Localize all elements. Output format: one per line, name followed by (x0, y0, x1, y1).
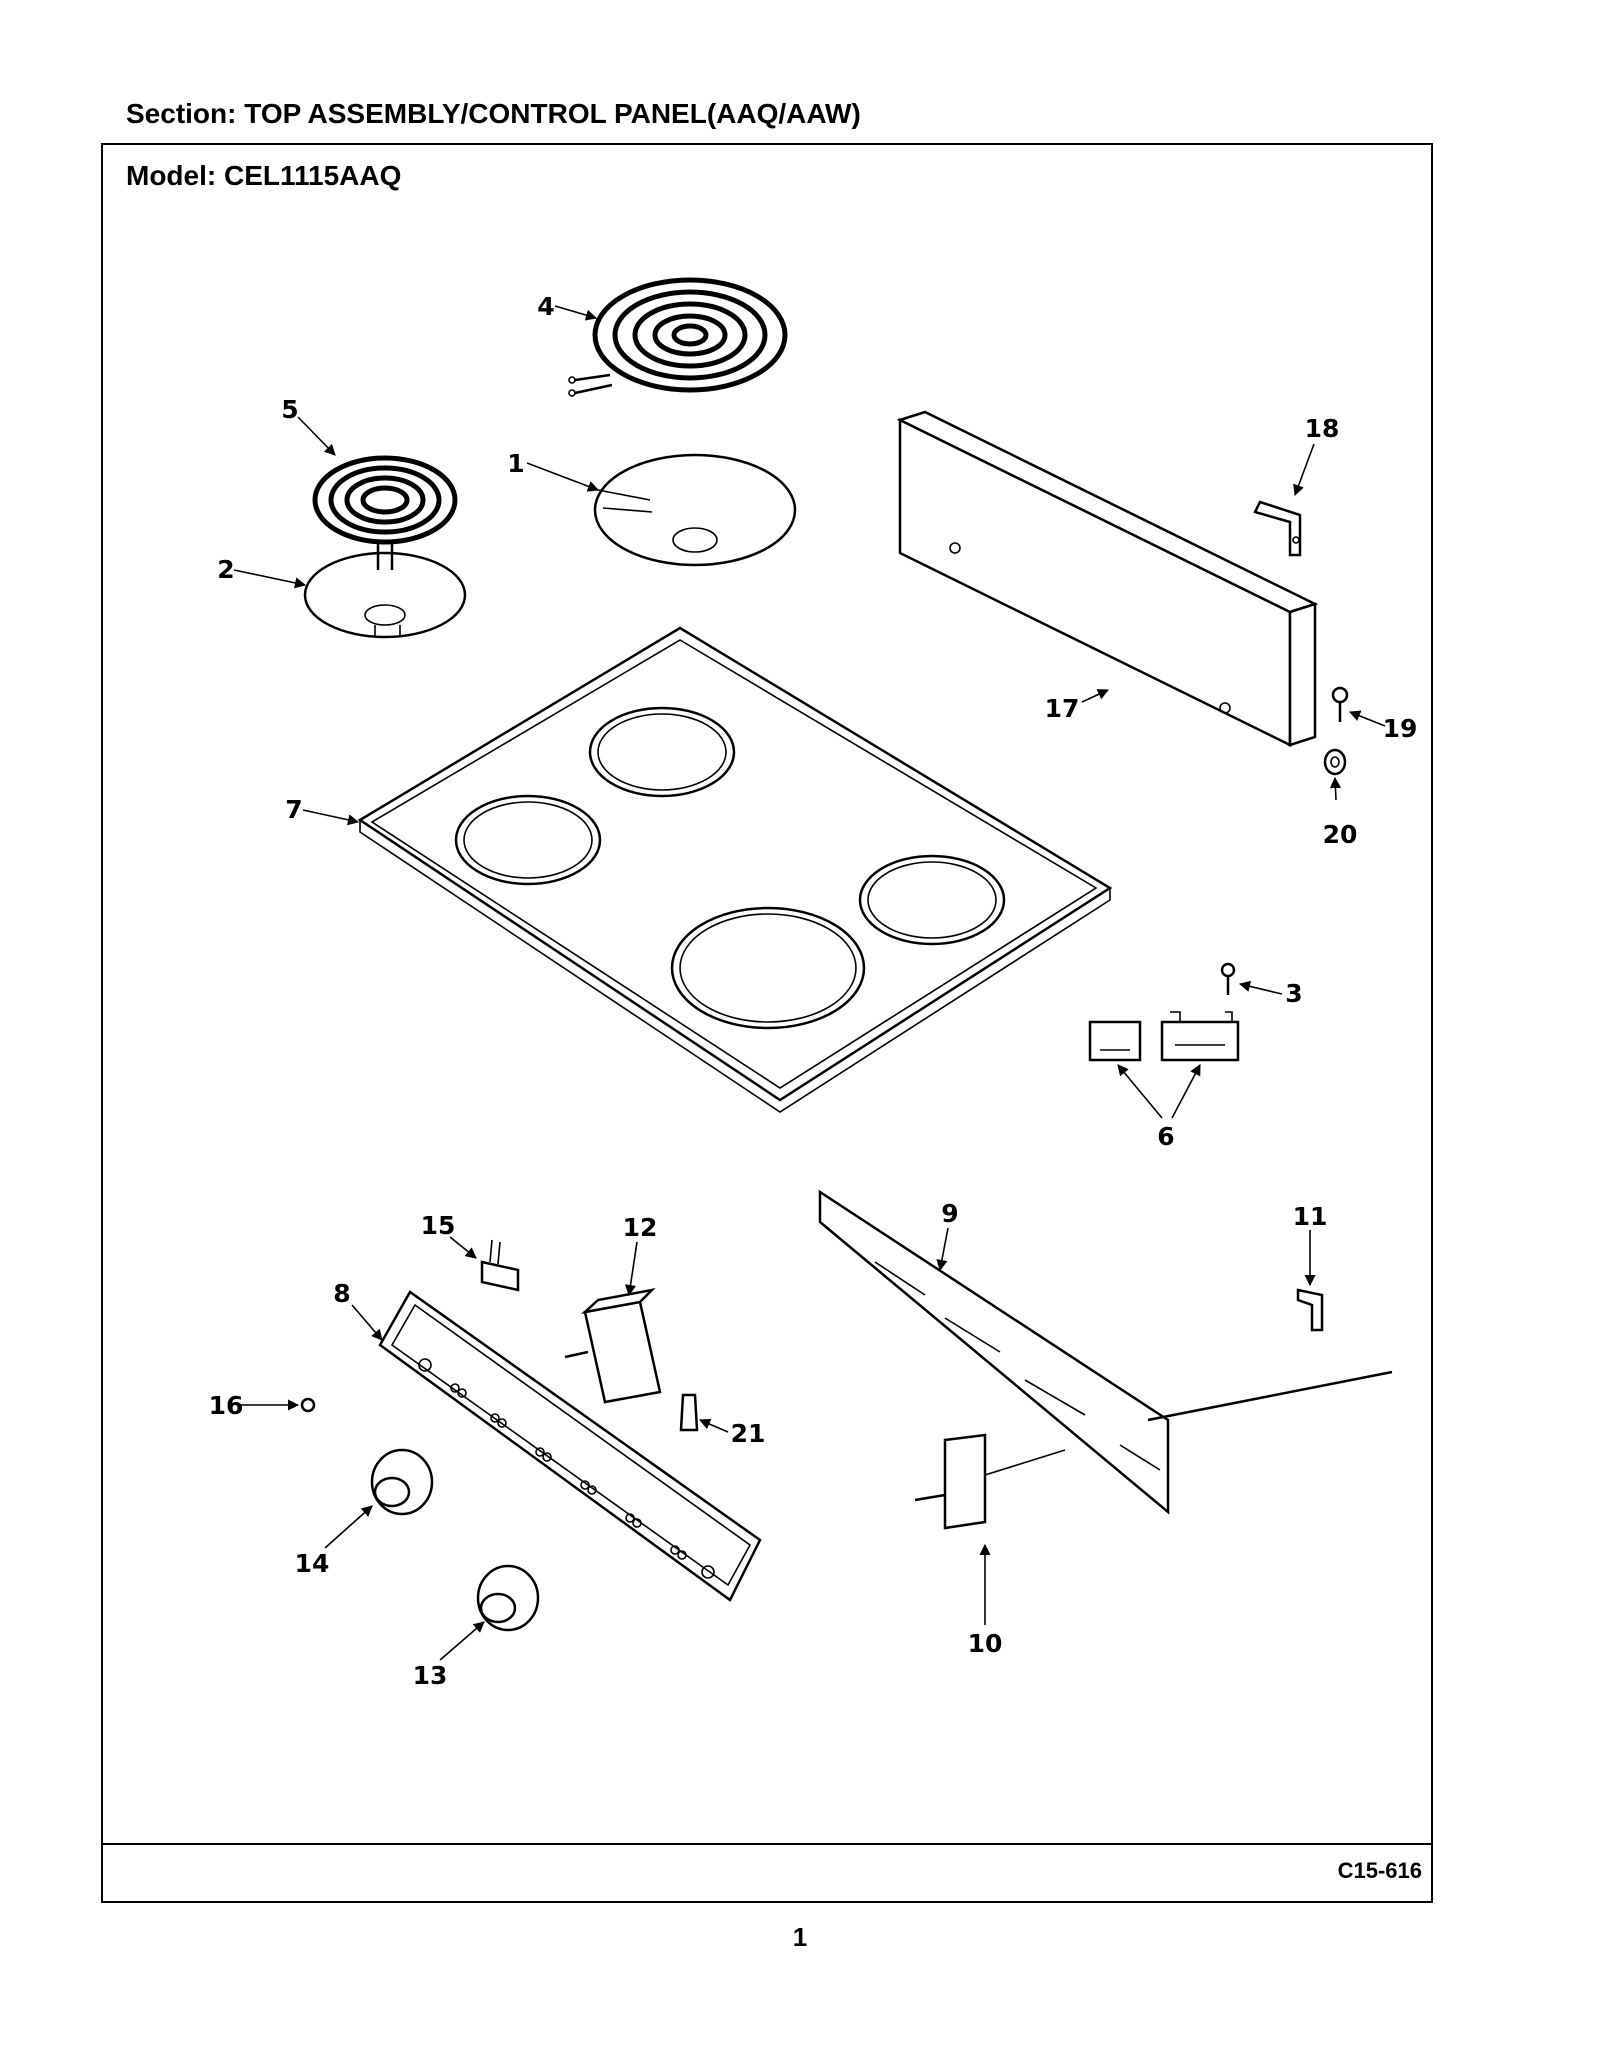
footer-divider (101, 1843, 1433, 1845)
callout-19: 19 (1383, 714, 1418, 743)
diagram-frame (101, 143, 1433, 1903)
control-knob-14 (370, 1448, 434, 1516)
callout-15: 15 (421, 1211, 456, 1240)
nut-20 (1323, 748, 1347, 776)
large-surface-element (568, 277, 788, 397)
switch-15 (480, 1239, 520, 1292)
callout-13: 13 (413, 1661, 448, 1690)
backguard-panel (896, 410, 1319, 748)
clip-11 (1296, 1288, 1324, 1332)
part-16 (300, 1397, 316, 1413)
callout-labels: 1 2 3 4 5 6 7 8 9 10 11 12 13 14 15 16 1… (209, 292, 1418, 1690)
callout-1: 1 (507, 449, 524, 478)
callout-9: 9 (941, 1199, 958, 1228)
infinite-switch (914, 1433, 1066, 1530)
callout-2: 2 (217, 555, 234, 584)
callout-16: 16 (209, 1391, 244, 1420)
callout-4: 4 (537, 292, 554, 321)
callout-6: 6 (1157, 1122, 1174, 1151)
diagram-code: C15-616 (1337, 1858, 1422, 1883)
screw-19 (1331, 686, 1349, 722)
page-number: 1 (792, 1922, 808, 1952)
callout-leaders (233, 305, 1386, 1661)
callout-7: 7 (285, 795, 302, 824)
control-panel (378, 1290, 762, 1602)
callout-10: 10 (968, 1629, 1003, 1658)
terminal-block-set (1088, 1011, 1240, 1062)
small-drip-bowl (303, 551, 467, 639)
callout-20: 20 (1323, 820, 1358, 849)
callout-18: 18 (1305, 414, 1340, 443)
control-knob-13 (476, 1564, 540, 1632)
cooktop-main-top (357, 626, 1113, 1113)
section-title: Section: TOP ASSEMBLY/CONTROL PANEL(AAQ/… (126, 98, 861, 129)
indicator-light-21 (679, 1393, 699, 1432)
sensor-rod (1147, 1370, 1393, 1422)
model-label: Model: CEL1115AAQ (126, 160, 402, 191)
callout-14: 14 (295, 1549, 330, 1578)
callout-17: 17 (1045, 694, 1080, 723)
screw-3 (1220, 962, 1236, 995)
callout-12: 12 (623, 1213, 658, 1242)
callout-5: 5 (281, 395, 298, 424)
callout-21: 21 (731, 1419, 766, 1448)
rear-rail (818, 1189, 1170, 1515)
large-drip-bowl (593, 453, 797, 567)
callout-3: 3 (1285, 979, 1302, 1008)
callout-8: 8 (333, 1279, 350, 1308)
backguard-bracket (1253, 500, 1302, 557)
small-surface-element (312, 455, 458, 570)
callout-11: 11 (1293, 1202, 1328, 1231)
control-switch-12 (564, 1288, 662, 1404)
